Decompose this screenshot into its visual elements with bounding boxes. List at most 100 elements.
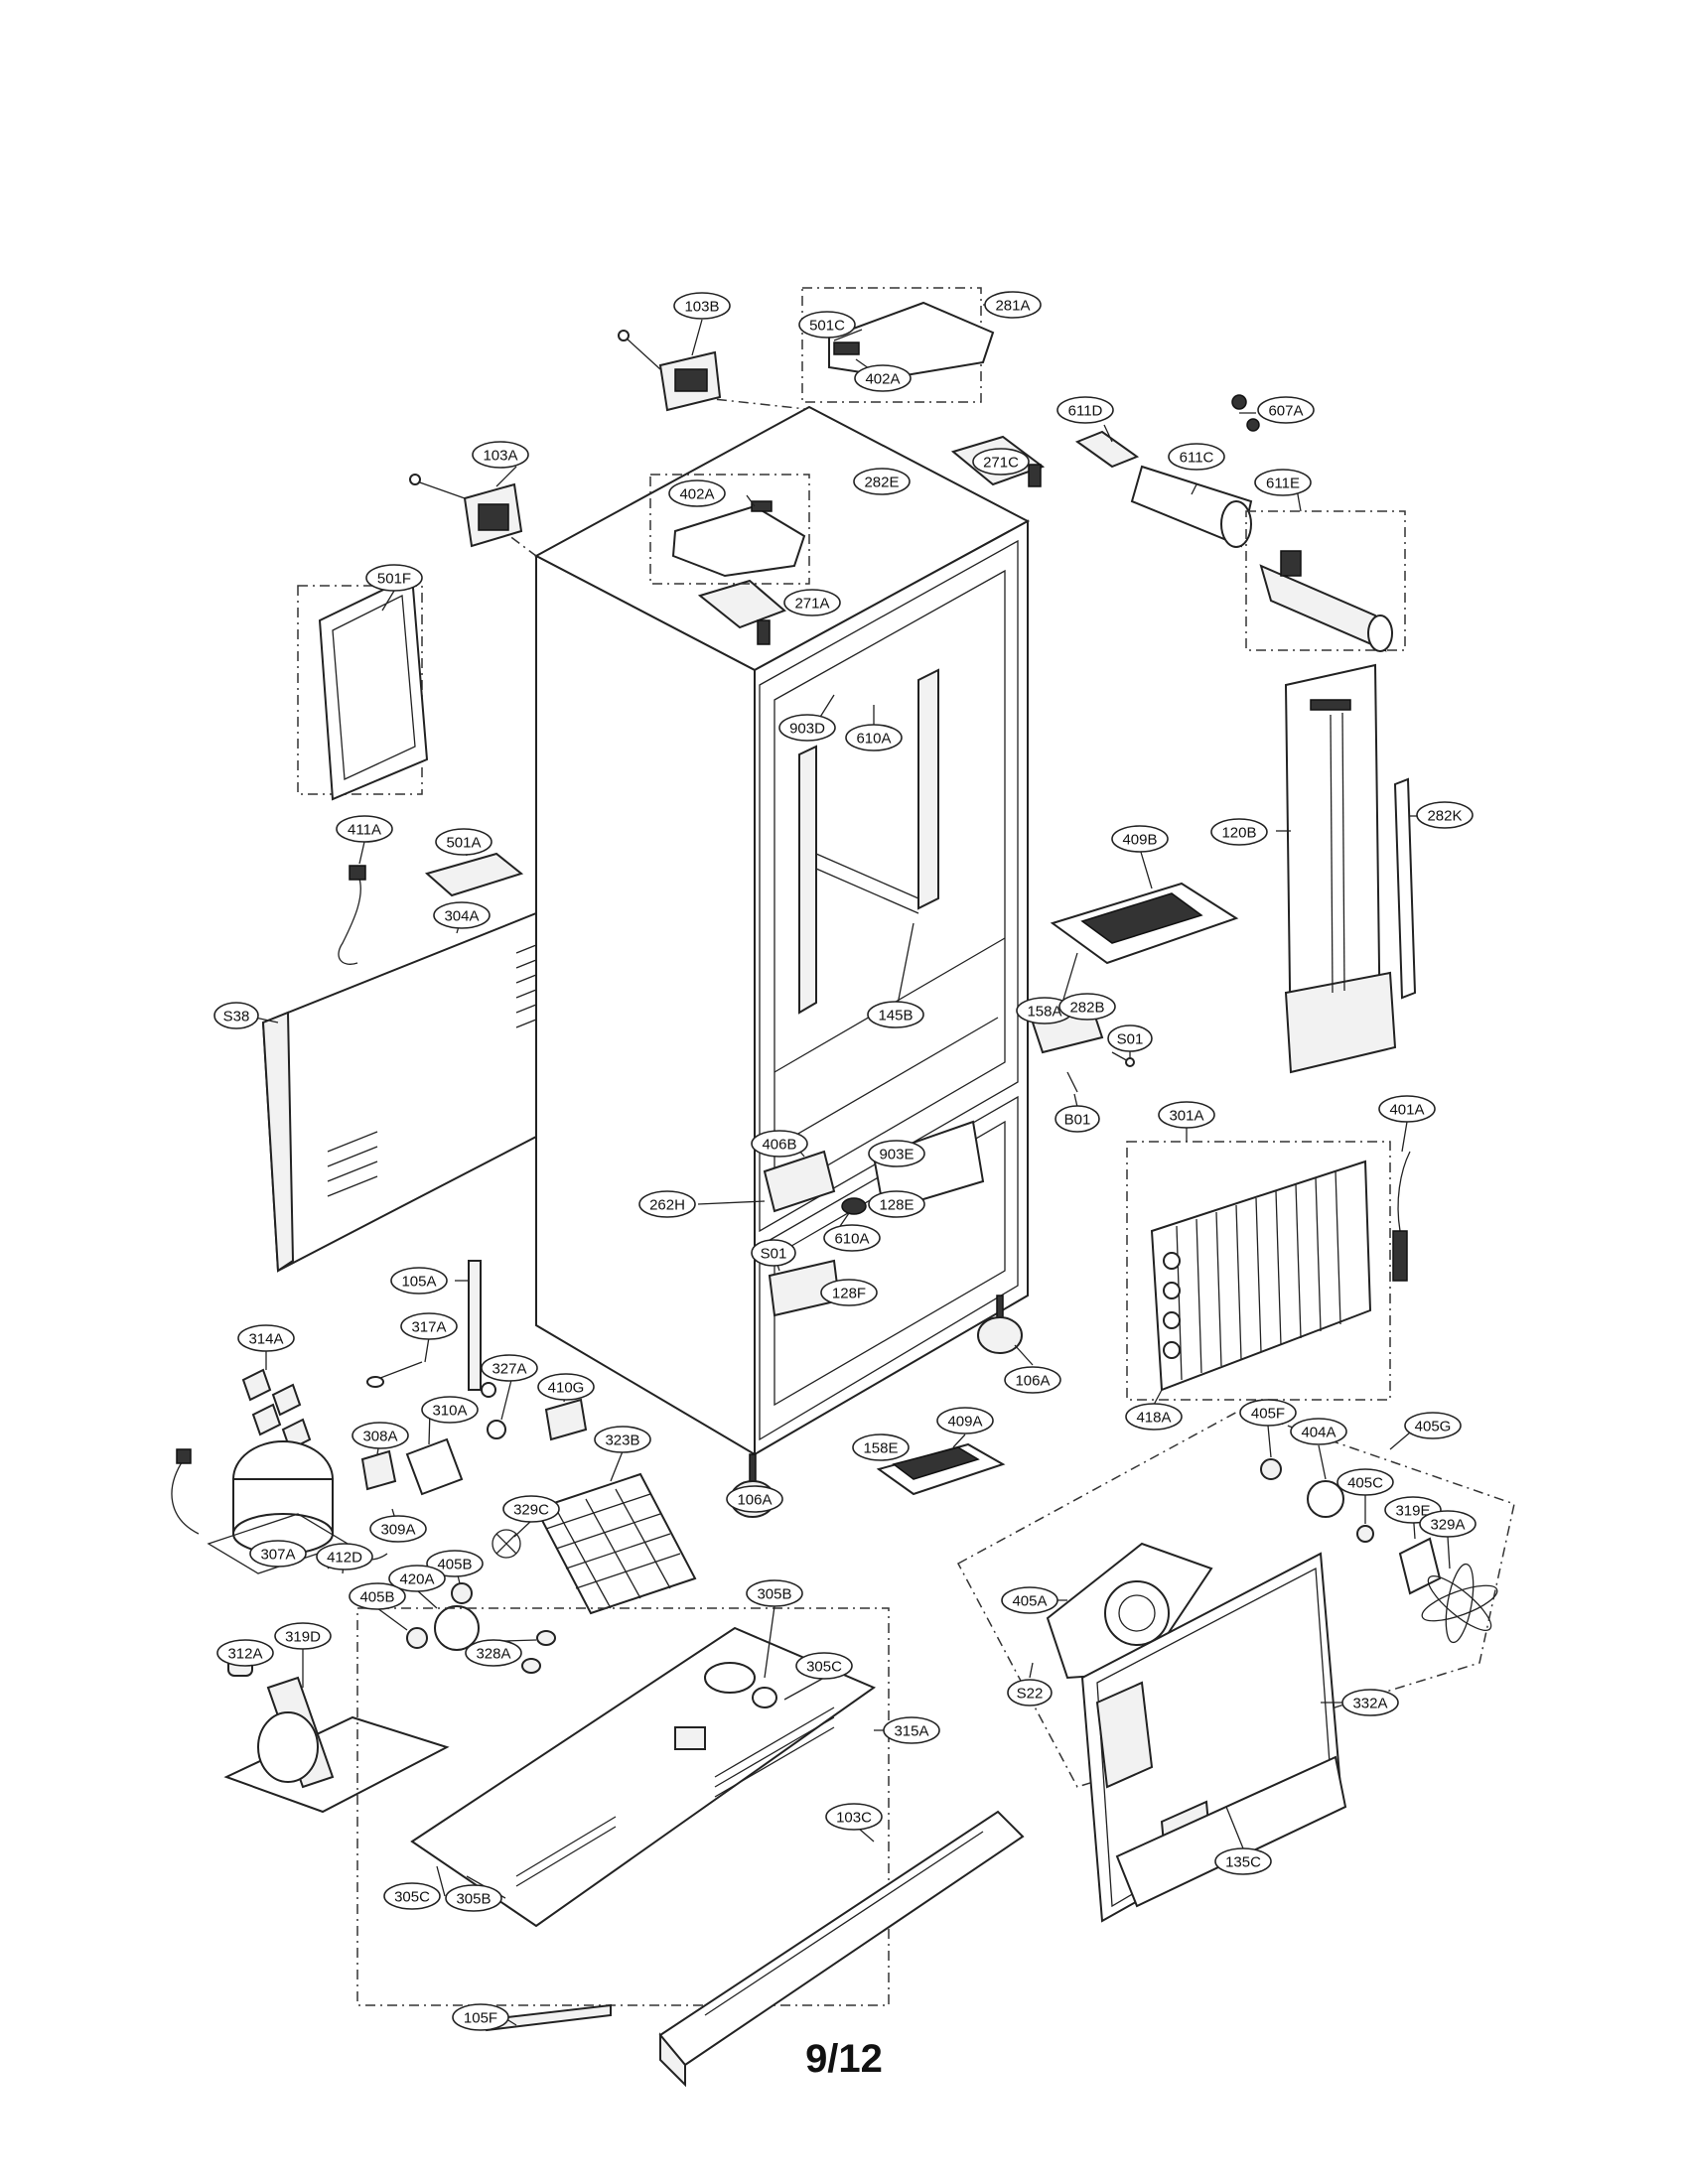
callout-282k: 282K [1416, 801, 1474, 829]
callout-409a: 409A [936, 1407, 994, 1434]
callout-bubble [502, 1495, 560, 1523]
callout-label: 281A [995, 298, 1030, 315]
callout-label: 145B [878, 1008, 913, 1024]
callout-501f: 501F [365, 564, 423, 592]
callout-label: 611C [1180, 450, 1214, 467]
callout-120b: 120B [1210, 818, 1268, 846]
callout-bubble [481, 1354, 538, 1382]
callout-158e: 158E [852, 1433, 910, 1461]
panel-501f [318, 574, 429, 801]
page-number: 9/12 [805, 2037, 883, 2081]
callout-610a: 610A [845, 724, 903, 751]
callout-611d: 611D [1056, 396, 1114, 424]
callout-label: 332A [1352, 1696, 1387, 1712]
callout-bubble [936, 1407, 994, 1434]
callout-bubble [1290, 1418, 1347, 1445]
callout-305c: 305C [383, 1882, 441, 1910]
drain-pan-319d [223, 1676, 450, 1814]
callout-128f: 128F [820, 1279, 878, 1306]
callout-405f: 405F [1239, 1399, 1297, 1427]
callout-bubble [445, 1884, 502, 1912]
callout-309a: 309A [369, 1515, 427, 1543]
callout-label: 305C [806, 1659, 842, 1676]
callout-bubble [795, 1652, 853, 1680]
callout-418a: 418A [1125, 1403, 1183, 1431]
callout-label: 305B [757, 1586, 791, 1603]
callout-bubble [798, 311, 856, 339]
callout-bubble [365, 564, 423, 592]
callout-label: 610A [834, 1231, 869, 1248]
callout-bubble [1257, 396, 1315, 424]
callout-bubble [1168, 443, 1225, 471]
callout-bubble [1111, 825, 1169, 853]
callout-label: 271C [983, 455, 1019, 472]
callout-label: S38 [223, 1009, 250, 1025]
callout-label: 610A [856, 731, 891, 748]
callout-610a: 610A [823, 1224, 881, 1252]
callout-bubble [213, 1002, 259, 1029]
callout-bubble [465, 1639, 522, 1667]
callout-bubble [972, 448, 1030, 476]
strip-282k [1393, 777, 1417, 1000]
callout-label: 501A [446, 835, 481, 852]
callout-bubble [825, 1803, 883, 1831]
callout-405c: 405C [1336, 1468, 1394, 1496]
callout-label: 412D [327, 1550, 362, 1567]
callout-label: 106A [1015, 1373, 1050, 1390]
callout-bubble [1214, 1847, 1272, 1875]
callout-282e: 282E [853, 468, 911, 495]
callout-label: 405A [1012, 1593, 1047, 1610]
callout-bubble [336, 815, 393, 843]
callout-label: 310A [432, 1403, 467, 1420]
callout-label: 405B [437, 1557, 472, 1573]
callout-105a: 105A [390, 1267, 448, 1295]
callout-label: S22 [1017, 1686, 1044, 1703]
callout-label: 405G [1415, 1419, 1452, 1435]
callout-327a: 327A [481, 1354, 538, 1382]
callout-label: 103C [836, 1810, 872, 1827]
callout-s38: S38 [213, 1002, 259, 1029]
part-410g [544, 1398, 588, 1441]
clips-314a [241, 1368, 312, 1451]
callout-bubble [452, 2003, 509, 2031]
callout-bubble [673, 292, 731, 320]
callout-label: 282E [864, 475, 899, 491]
callout-bubble [868, 1190, 925, 1218]
callout-bubble [388, 1565, 446, 1592]
board-501a [338, 852, 524, 965]
callout-317a: 317A [400, 1312, 458, 1340]
callout-bubble [867, 1001, 924, 1028]
callout-bubble [1416, 801, 1474, 829]
leg-106a-right [977, 1295, 1023, 1354]
callout-label: 317A [411, 1319, 446, 1336]
callout-bubble [249, 1540, 307, 1568]
callout-145b: 145B [867, 1001, 924, 1028]
callout-bubble [274, 1622, 332, 1650]
callout-label: 262H [649, 1197, 685, 1214]
condenser-fan-parts [406, 1529, 556, 1674]
callout-label: 312A [227, 1646, 262, 1663]
callout-label: 411A [348, 822, 381, 839]
callout-bubble [823, 1224, 881, 1252]
callout-label: S01 [1117, 1031, 1144, 1048]
cover-135c [1115, 1755, 1347, 1908]
callout-406b: 406B [751, 1130, 808, 1158]
callout-304a: 304A [433, 901, 491, 929]
callout-903d: 903D [778, 714, 836, 742]
callout-label: 410G [548, 1380, 585, 1397]
callout-105f: 105F [452, 2003, 509, 2031]
callout-bubble [1055, 1105, 1100, 1133]
callout-bubble [1336, 1468, 1394, 1496]
callout-label: 128E [879, 1197, 914, 1214]
callout-405g: 405G [1404, 1412, 1462, 1439]
callout-404a: 404A [1290, 1418, 1347, 1445]
callout-bubble [1056, 396, 1114, 424]
callout-label: 405C [1347, 1475, 1383, 1492]
callout-bubble [537, 1373, 595, 1401]
callout-bubble [1378, 1095, 1436, 1123]
callout-405a: 405A [1001, 1586, 1058, 1614]
callout-bubble [433, 901, 491, 929]
evaporator-301a [1150, 1151, 1411, 1392]
callout-319d: 319D [274, 1622, 332, 1650]
